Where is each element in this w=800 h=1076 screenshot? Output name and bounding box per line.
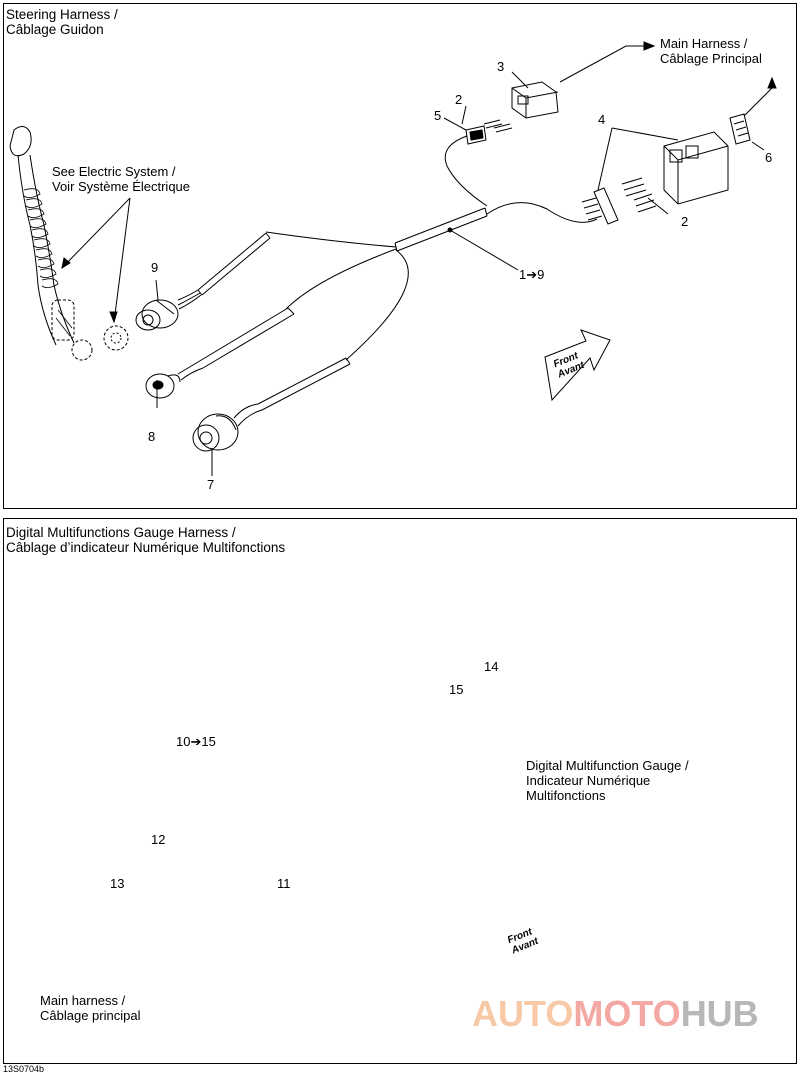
main-harness-label-top: Main Harness / Câblage Principal — [660, 36, 762, 66]
gauge-harness-panel — [3, 518, 797, 1064]
callout-12: 12 — [151, 832, 166, 847]
connector-3-drawing — [511, 81, 559, 119]
top-panel-title-line1: Steering Harness / — [6, 7, 118, 22]
callout-3: 3 — [497, 59, 505, 74]
gauge-line2: Indicateur Numérique — [526, 773, 651, 788]
main-harness-bottom-line1: Main harness / — [40, 993, 126, 1008]
steering-harness-trunk — [177, 135, 598, 427]
callout-14: 14 — [484, 659, 499, 674]
callout-2-top: 2 — [455, 92, 463, 107]
digital-gauge-label: Digital Multifunction Gauge / Indicateur… — [526, 758, 689, 803]
main-harness-top-line1: Main Harness / — [660, 36, 748, 51]
handlebar-switch-drawing — [9, 126, 129, 361]
callout-5: 5 — [434, 108, 442, 123]
see-electric-line2: Voir Système Électrique — [52, 179, 191, 194]
connector-6-drawing — [729, 113, 751, 145]
callout-4: 4 — [598, 112, 606, 127]
bottom-panel-title: Digital Multifunctions Gauge Harness / C… — [6, 525, 285, 555]
gauge-line1: Digital Multifunction Gauge / — [526, 758, 689, 773]
ring-terminal-8-drawing — [145, 373, 181, 399]
top-panel-title-line2: Câblage Guidon — [6, 22, 104, 37]
front-arrow-top — [544, 329, 611, 402]
watermark-moto: MOTO — [573, 993, 681, 1034]
main-harness-bottom-line2: Câblage principal — [40, 1008, 141, 1023]
sensor-9-drawing — [135, 299, 179, 331]
connector-5-drawing — [465, 125, 487, 145]
callout-6: 6 — [765, 150, 773, 165]
watermark-auto: AUTO — [472, 993, 574, 1034]
see-electric-system-label: See Electric System / Voir Système Élect… — [52, 164, 190, 194]
steering-harness-panel — [3, 3, 797, 509]
pins-2-right-drawing — [621, 177, 657, 213]
callout-11: 11 — [277, 876, 291, 891]
main-harness-label-bottom: Main harness / Câblage principal — [40, 993, 140, 1023]
connector-4-drawing — [663, 131, 729, 205]
callout-10-15: 10➔15 — [176, 734, 216, 749]
top-panel-title: Steering Harness / Câblage Guidon — [6, 7, 118, 37]
callout-2-right: 2 — [681, 214, 689, 229]
connector-4-harness-side-drawing — [581, 187, 619, 225]
watermark-hub: HUB — [680, 993, 759, 1034]
callout-8: 8 — [148, 429, 156, 444]
callout-7: 7 — [207, 477, 215, 492]
callout-1-9: 1➔9 — [519, 267, 545, 282]
see-electric-line1: See Electric System / — [52, 164, 176, 179]
watermark-text: AUTOMOTOHUB — [472, 994, 759, 1034]
pins-2-top-drawing — [483, 119, 513, 133]
main-harness-top-line2: Câblage Principal — [660, 51, 762, 66]
sensor-7-drawing — [192, 413, 239, 452]
figure-code: 13S0704b — [3, 1064, 45, 1074]
callout-9: 9 — [151, 260, 159, 275]
gauge-line3: Multifonctions — [526, 788, 606, 803]
callout-13: 13 — [110, 876, 125, 891]
callout-15: 15 — [449, 682, 464, 697]
bottom-panel-title-line2: Câblage d’indicateur Numérique Multifonc… — [6, 540, 286, 555]
bottom-panel-title-line1: Digital Multifunctions Gauge Harness / — [6, 525, 236, 540]
